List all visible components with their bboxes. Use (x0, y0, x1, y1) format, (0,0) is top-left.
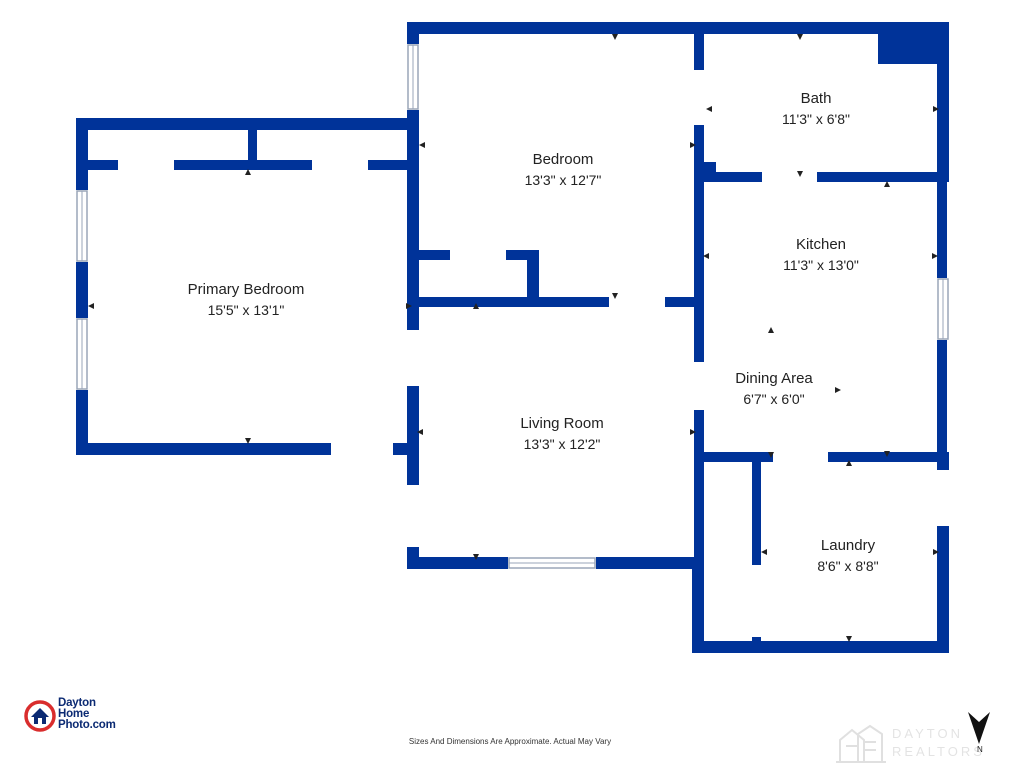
dimension-marker (473, 303, 479, 309)
dayton-home-photo-logo: Dayton Home Photo.com (24, 697, 144, 738)
room-label-kitchen: Kitchen 11'3" x 13'0" (760, 235, 882, 275)
window (508, 557, 596, 569)
dimension-marker (473, 554, 479, 560)
room-dimensions: 13'3" x 12'2" (523, 436, 601, 452)
dimension-marker (406, 303, 412, 309)
logo-line-2: Home (58, 708, 90, 720)
dimension-marker (612, 34, 618, 40)
room-name: Primary Bedroom (187, 281, 305, 298)
door-opening (609, 297, 665, 307)
room-name: Bath (800, 90, 832, 107)
room-label-dining-area: Dining Area 6'7" x 6'0" (714, 369, 834, 409)
window (76, 318, 88, 390)
room-label-primary-bedroom: Primary Bedroom 15'5" x 13'1" (166, 280, 326, 320)
wall-segment (248, 118, 257, 168)
room-name: Bedroom (532, 151, 594, 168)
wall-segment (692, 641, 949, 653)
wall-segment (694, 172, 949, 182)
north-label: N (977, 745, 983, 754)
logo-text: Dayton Home Photo.com (58, 697, 116, 731)
wall-segment (76, 160, 419, 170)
dimension-marker (932, 253, 938, 259)
window (407, 44, 419, 110)
disclaimer-text: Sizes And Dimensions Are Approximate. Ac… (408, 737, 612, 746)
north-arrow-icon (968, 712, 990, 744)
dimension-marker (768, 452, 774, 458)
room-name: Living Room (520, 415, 604, 432)
dimension-marker (690, 429, 696, 435)
door-opening (762, 172, 817, 182)
room-label-bedroom: Bedroom 13'3" x 12'7" (493, 150, 633, 190)
dayton-realtors-watermark: DAYTON REALTORS (836, 722, 1024, 766)
realtors-building-icon (836, 724, 886, 763)
door-opening (694, 362, 704, 410)
window (937, 278, 949, 340)
dimension-marker (846, 636, 852, 642)
door-opening (450, 250, 506, 260)
window (76, 190, 88, 262)
logo-line-1: Dayton (58, 697, 96, 709)
room-dimensions: 11'3" x 13'0" (783, 257, 859, 273)
dimension-marker (933, 549, 939, 555)
door-opening (694, 70, 704, 125)
dimension-marker (88, 303, 94, 309)
door-opening (312, 160, 368, 170)
room-dimensions: 8'6" x 8'8" (817, 558, 879, 574)
room-label-laundry: Laundry 8'6" x 8'8" (788, 536, 908, 576)
wall-segment (878, 22, 949, 64)
door-opening (407, 330, 419, 386)
dimension-marker (417, 429, 423, 435)
room-dimensions: 15'5" x 13'1" (207, 302, 285, 318)
room-dimensions: 13'3" x 12'7" (524, 172, 602, 188)
room-label-bath: Bath 11'3" x 6'8" (756, 89, 876, 129)
room-name: Dining Area (735, 370, 813, 387)
dimension-marker (797, 171, 803, 177)
dimension-marker (245, 438, 251, 444)
room-name: Kitchen (795, 236, 847, 253)
dimension-marker (884, 181, 890, 187)
dimension-marker (612, 293, 618, 299)
dimension-marker (703, 253, 709, 259)
dimension-marker (419, 142, 425, 148)
wall-segment (692, 557, 704, 653)
dimension-marker (706, 106, 712, 112)
wall-segment (527, 250, 539, 307)
dimension-marker (835, 387, 841, 393)
watermark-line-2: REALTORS (892, 744, 985, 759)
dimension-marker (768, 327, 774, 333)
door-opening (331, 443, 393, 455)
openings (76, 44, 949, 637)
room-dimensions: 6'7" x 6'0" (743, 391, 805, 407)
door-opening (937, 470, 949, 526)
house-in-circle-icon (24, 700, 56, 732)
dimension-marker (761, 549, 767, 555)
logo-line-3: Photo.com (58, 719, 116, 731)
dimension-marker (690, 142, 696, 148)
dimension-marker (245, 169, 251, 175)
room-dimensions: 11'3" x 6'8" (782, 111, 850, 127)
door-opening (118, 160, 174, 170)
door-opening (773, 452, 828, 462)
watermark-line-1: DAYTON (892, 726, 963, 741)
door-opening (407, 485, 419, 547)
dimension-markers (88, 34, 939, 642)
wall-segment (407, 22, 949, 34)
dimension-marker (797, 34, 803, 40)
room-name: Laundry (820, 537, 876, 554)
wall-segment (76, 118, 419, 130)
room-label-living-room: Living Room 13'3" x 12'2" (492, 414, 632, 454)
wall-segment (407, 297, 702, 307)
dimension-marker (933, 106, 939, 112)
wall-segment (752, 452, 761, 653)
dimension-marker (846, 460, 852, 466)
door-opening (752, 565, 761, 637)
dimension-marker (884, 451, 890, 457)
